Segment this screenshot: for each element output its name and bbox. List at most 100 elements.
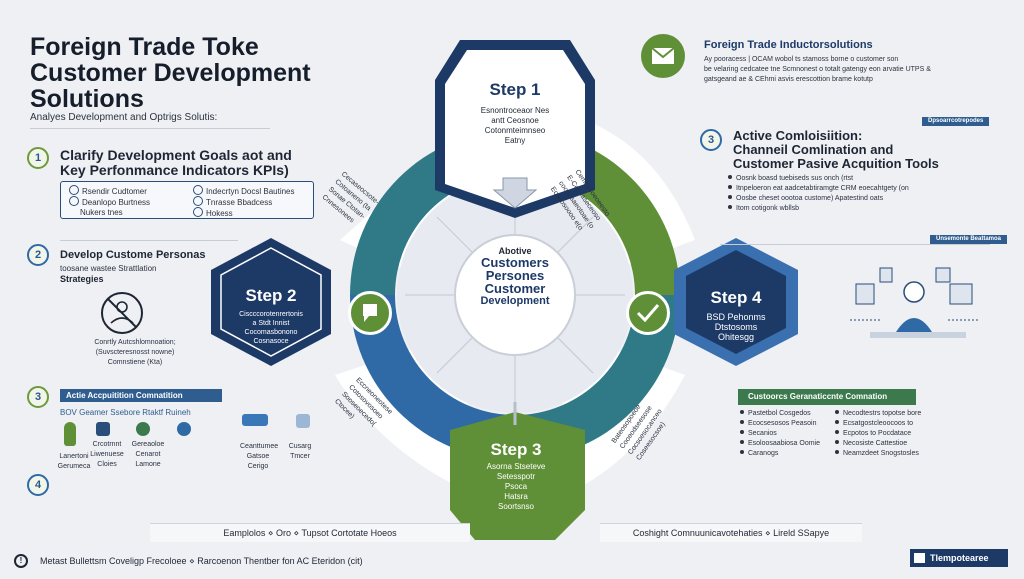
center-label-top: Abotive [498,246,532,256]
list-item-label: Pastetbol Cosgedos [748,410,811,417]
section-1-kpi-box: Rsendir Cudtomer Deanlopo Burtness Nuker… [60,181,314,219]
step-3-body-line: Setesspotr [496,472,536,481]
presenter-illustration [850,267,980,338]
right-section-3-item-label: Oosbe cheset oootoa custome) Apatestind … [736,195,884,202]
list-item: Caranogs [740,449,850,459]
section-3-icon-label: Ceanttumee Gatsoe Cerigo [240,443,279,470]
list-item-label: Ecsatgostcleoocoos to [843,420,914,427]
step-3-body-line: Soortsnso [497,502,535,511]
bullet-icon [740,430,744,434]
right-section-3-title-line: Active Comloisiition: [733,128,863,143]
step-1-body-line: Eatny [504,136,526,145]
step-3-body-line: Asorna Stseteve [486,462,546,471]
bullet-icon [835,410,839,414]
right-section-3-item: Itnpeloeron eat aadcetabtiramgte CRM eoe… [728,184,1008,194]
list-item-label: Secanios [748,430,777,437]
check-circle-icon [193,196,203,206]
kpi-item-label: Rsendir Cudtomer [82,187,147,196]
list-item: Ecpotos to Pocdatace [835,429,1015,439]
section-1-title-line-1: Clarify Development Goals aot and [60,147,292,163]
kpi-item-label: Deanlopo Burtness [82,198,151,207]
divider [30,128,270,129]
info-icon: ! [14,554,28,568]
right-section-3-item-label: Itnpeloeron eat aadcetabtiramgte CRM eoe… [736,185,909,192]
bullet-icon [740,420,744,424]
section-2-subline: toosane wastee Strattlation [60,264,157,273]
section-3-line: BOV Geamer Ssebore Rtaktf Ruineh [60,408,191,417]
central-cycle-diagram [335,40,695,540]
list-item: Necosiste Cattestioe [835,439,1015,449]
step-1-body-line: Cotonmteimnseo [484,126,546,135]
step-2-body-line: Cosnasoce [253,338,289,345]
step-4-body-line: Ohitesgg [717,332,755,342]
footer-badge[interactable]: Tlempotearee [910,549,1008,567]
section-1-number: 1 [27,147,49,169]
step-2-title: Step 2 [245,286,297,305]
right-section-3-list: Oosnk boasd tuebiseds sus onch (rtst Itn… [728,174,1008,214]
kpi-item: Rsendir Cudtomer [69,185,147,197]
step-4-node: Step 4 BSD Pehonms Dtstosoms Ohitesgg [686,288,786,342]
right-section-3-item-label: Oosnk boasd tuebiseds sus onch (rtst [736,175,854,182]
envelope-glyph [651,47,675,64]
kpi-item-label: Hokess [206,209,233,218]
step-2-body-line: a Stdt Innist [252,320,290,327]
right-section-3-item: Itom cotigonk wbllsb [728,204,1008,214]
step-3-body-line: Psoca [504,482,528,491]
bullet-icon [835,420,839,424]
check-circle-icon [69,196,79,206]
step-4-title: Step 4 [710,288,762,307]
kpi-item-label: Nukers tnes [80,208,123,217]
chat-glyph [363,304,377,322]
caption-line: (Suvscteresnosst nowne) [95,349,175,356]
bullet-icon [740,440,744,444]
ring-segment-bottom-left [350,295,515,460]
bullet-icon [728,175,732,179]
step-4-body-line: BSD Pehonms [706,312,766,322]
center-label: Abotive Customers Persones Customer Deve… [455,246,575,308]
kpi-item-label: Indecrtyn Docsl Bautines [206,187,295,196]
center-label-line: Customers [481,255,549,270]
step-1-inner [445,50,585,208]
section-3-icon-label: Cusarg Tmcer [288,443,312,460]
bullet-icon [740,410,744,414]
footer-right-pill: Coshight Comnuunicavotehaties ⋄ Lireld S… [600,523,862,542]
page-subtitle: Analyes Development and Optrigs Solutis: [30,112,218,123]
step-1-body-line: Esnontroceaor Nes [480,106,550,115]
airplane-icon [242,414,268,426]
list-item-label: Ecocsesosos Peasoin [748,420,817,427]
right-section-3-title-line: Channeil Comlination and [733,142,894,157]
kpi-item: Tnrasse Bbadcess [193,196,272,208]
step-3-title: Step 3 [490,440,542,459]
bullet-icon [835,450,839,454]
check-mark-icon [626,291,670,335]
bullet-icon [740,450,744,454]
right-section-3-title: Active Comloisiition: Channeil Comlinati… [733,129,939,171]
step-4-hexagon [674,238,798,366]
section-1-title: Clarify Development Goals aot and Key Pe… [60,148,292,178]
list-item-label: Ecpotos to Pocdatace [843,430,912,437]
step-4-tag: Unsemonte Beattamoa [930,235,1008,244]
list-item-label: Caranogs [748,450,779,457]
footer-bottom-text: Metast Bullettsm Coveligp Frecoloee ⋄ Ra… [40,556,363,566]
mail-icon [641,34,685,78]
section-1-title-line-2: Key Perfonmance Indicators KPIs) [60,162,289,178]
globe-icon [136,422,150,436]
step-1-body: Esnontroceaor Nes antt Ceosnoe Cotonmtei… [465,106,565,146]
bullet-icon [728,205,732,209]
step-2-body-line: Cocomasbonono [244,329,298,336]
step-1-body-line: antt Ceosnoe [491,116,539,125]
section-3-icon-label: Crcotrnnt Liwenuese Cloies [90,441,124,468]
right-top-text: Ay pooracess | OCAM wobol ts stamoss bor… [704,55,1004,85]
list-item: Secanios [740,429,850,439]
center-label-line: Customer [484,281,546,296]
list-item-label: Necosiste Cattestioe [843,440,908,447]
list-item-label: Neamzdeet Snogstosles [843,450,919,457]
kpi-item: Indecrtyn Docsl Bautines [193,185,295,197]
center-circle [454,234,576,356]
caption-line: Comnstiene (Kta) [107,359,163,366]
step-3-body-line: Hatsra [504,492,528,501]
caption-line: Conrtly Autcshlomnoation; [94,339,176,346]
right-section-3-title-line: Customer Pasive Acquition Tools [733,156,939,171]
step-3-body: Asorna Stseteve Setesspotr Psoca Hatsra … [466,462,566,512]
kpi-item-label: Tnrasse Bbadcess [206,198,273,207]
